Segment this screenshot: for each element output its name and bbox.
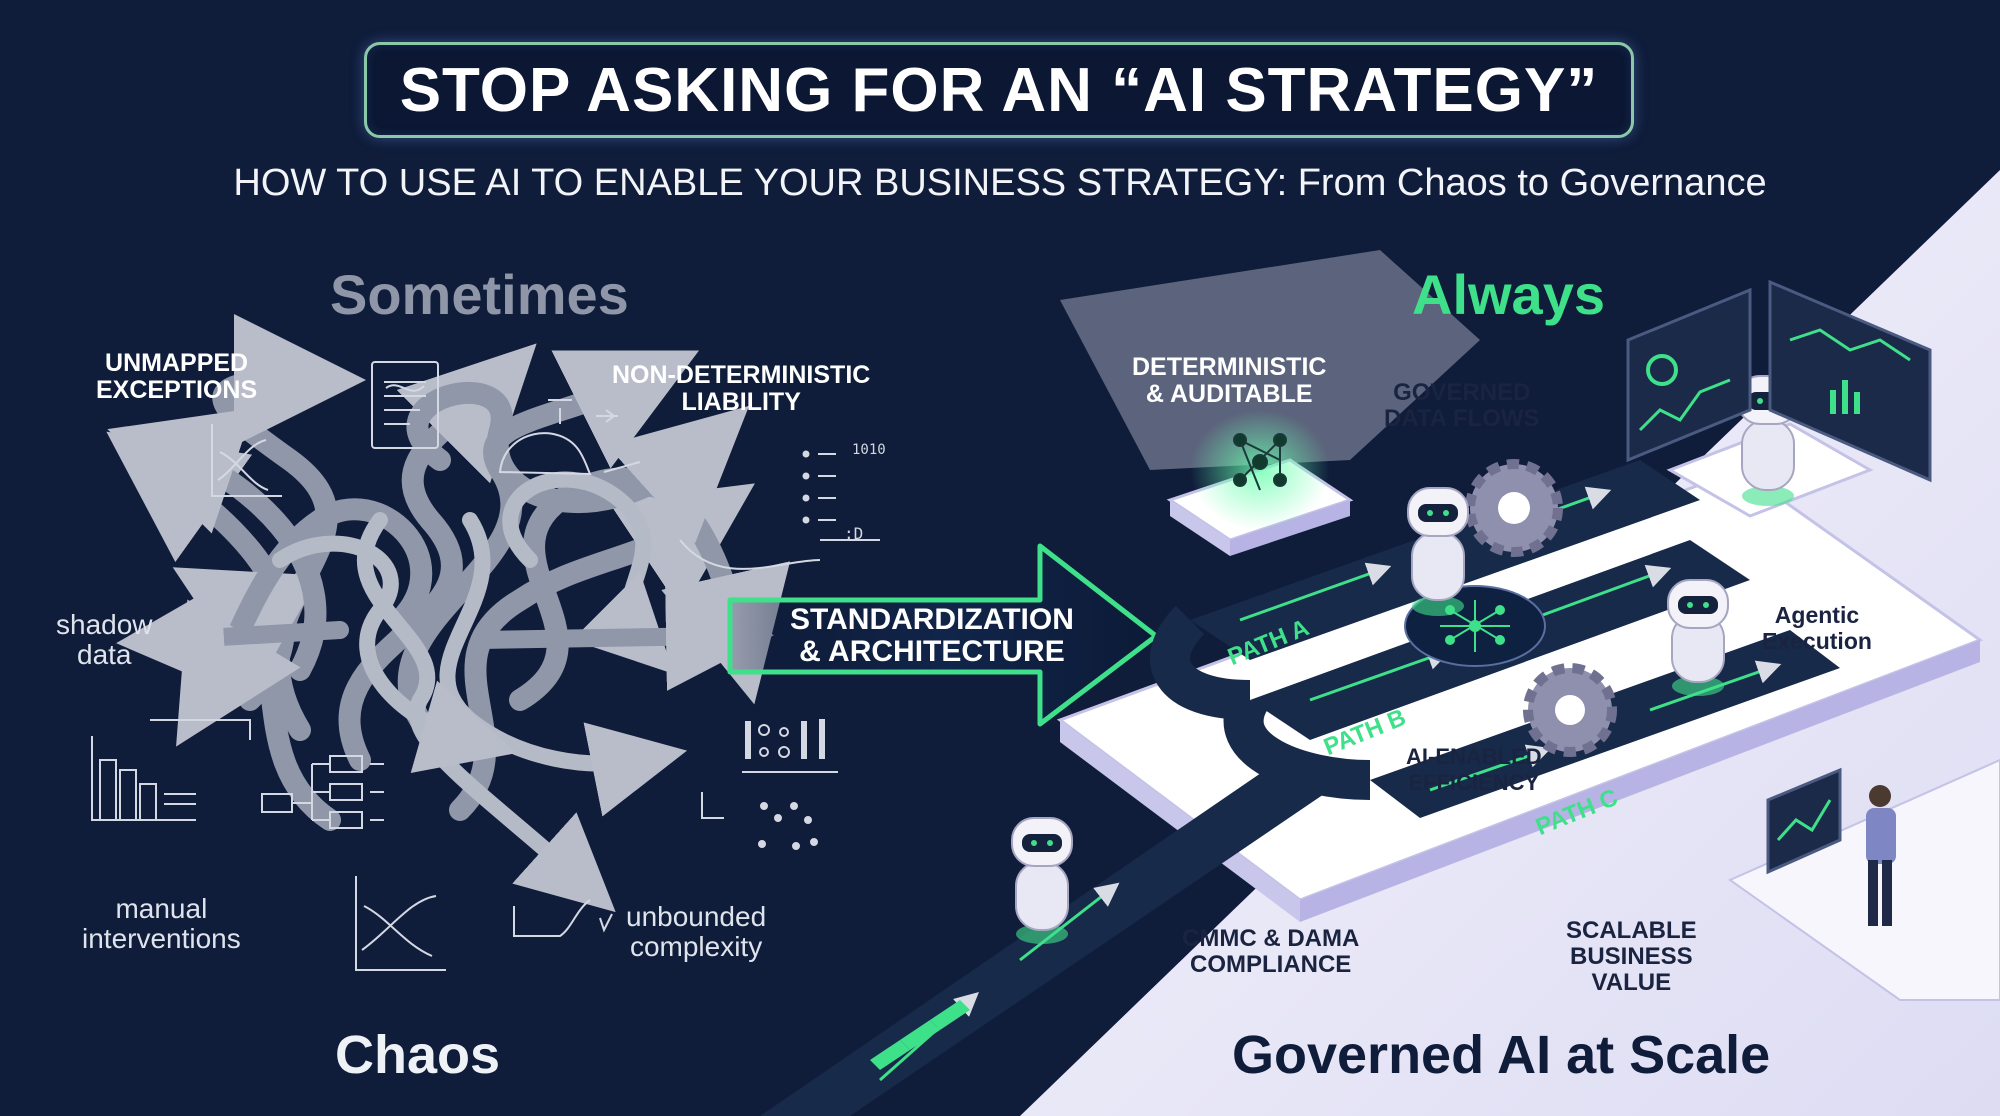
label-unmapped-exceptions: UNMAPPED EXCEPTIONS (96, 349, 258, 404)
label-ai-enabled-efficiency: AI-ENABLED EFFICIENCY (1406, 744, 1542, 795)
governed-region-haze (1060, 250, 1480, 470)
document-doodle (371, 361, 439, 449)
label-agentic-execution: Agentic Execution (1762, 602, 1872, 654)
dashboard-monitor-right (1768, 279, 1932, 483)
arrow-to-shadow-data (116, 582, 349, 691)
label-shadow-data: shadow data (56, 609, 153, 670)
robot-icon-center (1407, 487, 1469, 616)
platform-lower-right (1727, 758, 2000, 1001)
binary-doodle (679, 450, 880, 570)
footer-chaos: Chaos (335, 1025, 501, 1085)
label-manual-interventions: manual interventions (82, 893, 241, 954)
page-subtitle: HOW TO USE AI TO ENABLE YOUR BUSINESS ST… (233, 162, 1767, 204)
label-cmmc-dama-compliance: CMMC & DAMA COMPLIANCE (1182, 925, 1360, 978)
chart-doodle-bottom (355, 876, 613, 971)
flowchart-doodle (261, 755, 384, 829)
gear-icon (1465, 459, 1563, 557)
entry-chevrons (870, 1000, 970, 1070)
tangled-arrows-light (272, 471, 688, 913)
network-icon (1233, 433, 1287, 491)
robot-icon-right (1667, 579, 1729, 696)
dashboard-monitor-left (1626, 287, 1752, 463)
doodle-smiley: :D (844, 524, 864, 543)
title-box: STOP ASKING FOR AN “AI STRATEGY” (364, 42, 1634, 138)
governance-platform (760, 279, 2000, 1116)
label-deterministic-auditable: DETERMINISTIC & AUDITABLE (1132, 353, 1327, 408)
arrow-to-standardization (471, 582, 774, 691)
doodle-binary: 1010 (852, 442, 886, 458)
platform-side-left (1060, 720, 1300, 922)
platform-side-right (1300, 640, 1980, 922)
dot-grid-doodle (701, 719, 838, 850)
label-unbounded-complexity: unbounded complexity (626, 901, 767, 962)
bar-chart-doodle (91, 719, 251, 821)
label-scalable-business-value: SCALABLE BUSINESS VALUE (1566, 917, 1697, 996)
dome-doodle (498, 399, 641, 476)
person-at-monitor (1766, 767, 1896, 926)
chaos-tangle (106, 314, 791, 913)
page-title: STOP ASKING FOR AN “AI STRATEGY” (399, 55, 1599, 125)
chart-doodle-top (211, 424, 282, 497)
heading-sometimes: Sometimes (330, 263, 629, 326)
label-standardization-architecture: STANDARDIZATION & ARCHITECTURE (790, 603, 1074, 668)
chaos-doodles (91, 361, 880, 971)
gear-icon-lower (1523, 663, 1617, 757)
standardization-arrow (727, 543, 1159, 727)
label-non-deterministic-liability: NON-DETERMINISTIC LIABILITY (612, 361, 871, 416)
footer-governed-ai: Governed AI at Scale (1232, 1025, 1771, 1085)
robot-icon-entry (1011, 817, 1073, 944)
heading-always: Always (1412, 263, 1605, 326)
label-governed-data-flows: GOVERNED DATA FLOWS (1384, 379, 1540, 432)
